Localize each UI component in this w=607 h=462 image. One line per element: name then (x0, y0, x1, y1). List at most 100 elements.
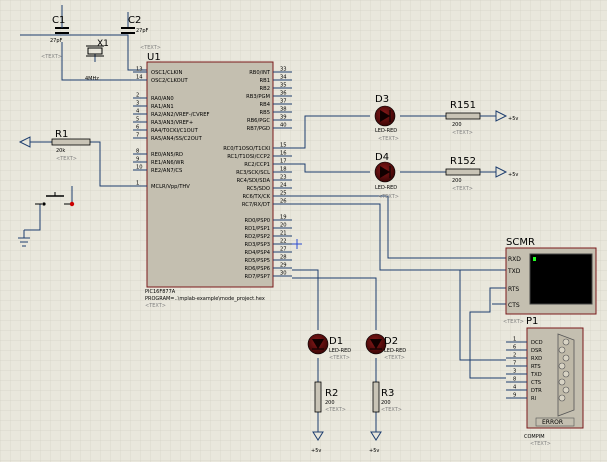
led-d3[interactable]: D3 LED-RED <TEXT> (374, 94, 399, 142)
r2-ref: R2 (325, 388, 338, 399)
r1-value: 20k (56, 148, 65, 154)
u1-pin-number: 16 (280, 151, 287, 157)
resistor-r152[interactable]: R152 200 <TEXT> +5v (445, 156, 518, 192)
u1-pin-label: RC5/SDO (247, 186, 270, 192)
u1-pin-number: 40 (280, 123, 287, 129)
microcontroller-u1[interactable]: U1 PIC16F877A PROGRAM=..\mplab-example\m… (145, 52, 274, 309)
crosshair-cursor-icon (292, 239, 302, 249)
x1-ref: X1 (97, 39, 109, 49)
c1-ref: C1 (52, 15, 65, 26)
p1-pin-label: DCD (531, 340, 543, 346)
u1-pin-number: 13 (136, 67, 143, 73)
x1-value: 4MHz (85, 76, 99, 82)
resistor-r2[interactable]: R2 200 <TEXT> +5v (311, 381, 346, 454)
r3-placeholder-text: <TEXT> (381, 407, 402, 413)
u1-pin-number: 29 (280, 263, 287, 269)
d3-type: LED-RED (375, 128, 397, 134)
p1-pin-label: DSR (531, 348, 542, 354)
u1-pin-label: RA4/T0CKI/C1OUT (151, 128, 199, 134)
u1-pin-label: RD1/PSP1 (245, 226, 271, 232)
u1-pin-label: RE1/AN6/WR (151, 160, 185, 166)
r152-placeholder-text: <TEXT> (452, 186, 473, 192)
u1-pin-number: 30 (280, 271, 287, 277)
led-d2[interactable]: D2 LED-RED <TEXT> (365, 333, 406, 361)
p1-pin-label: DTR (531, 388, 542, 394)
u1-pin-label: OSC1/CLKIN (151, 70, 182, 76)
capacitor-c2[interactable]: C2 27pF (121, 15, 149, 34)
d4-placeholder-text: <TEXT> (378, 194, 399, 200)
crystal-x1[interactable]: X1 4MHz (85, 39, 109, 82)
u1-pin-label: RA5/AN4/SS/C2OUT (151, 136, 203, 142)
db9-pin-icon (558, 378, 566, 386)
u1-pin-number: 26 (280, 199, 287, 205)
u1-pin-number: 15 (280, 143, 287, 149)
u1-pin-number: 36 (280, 91, 287, 97)
db9-pin-icon (562, 370, 570, 378)
db9-pin-icon (558, 346, 566, 354)
p1-pin-number: 7 (513, 361, 516, 367)
u1-pin-number: 10 (136, 165, 143, 171)
d4-ref: D4 (375, 152, 389, 163)
u1-pin-number: 4 (136, 109, 140, 115)
resistor-r3[interactable]: R3 200 <TEXT> +5v (369, 381, 402, 454)
p1-pin-number: 1 (513, 337, 516, 343)
resistor-r151[interactable]: R151 200 <TEXT> +5v (445, 100, 518, 136)
c2-value: 27pF (136, 28, 149, 34)
u1-pin-number: 27 (280, 247, 287, 253)
p1-pin-number: 9 (513, 393, 516, 399)
d1-type: LED-RED (329, 348, 351, 354)
u1-pin-number: 22 (280, 239, 287, 245)
db9-pin-icon (558, 362, 566, 370)
r152-ref: R152 (450, 156, 476, 167)
d2-ref: D2 (384, 336, 398, 347)
scmr-pin-txd: TXD (507, 268, 521, 275)
u1-pin-label: RA1/AN1 (151, 104, 174, 110)
u1-pin-label: RC4/SDI/SDA (237, 178, 271, 184)
p1-pin-number: 4 (513, 385, 517, 391)
r151-supply: +5v (508, 116, 518, 122)
u1-pin-number: 35 (280, 83, 287, 89)
p1-name: COMPIM (524, 434, 545, 440)
u1-pin-label: RC2/CCP1 (244, 162, 270, 168)
u1-pin-number: 5 (136, 117, 139, 123)
d3-placeholder-text: <TEXT> (378, 136, 399, 142)
u1-pin-label: RD0/PSP0 (245, 218, 271, 224)
c2-ref: C2 (128, 15, 141, 26)
u1-pin-label: RB1 (260, 78, 270, 84)
p1-pin-number: 6 (513, 345, 516, 351)
u1-ref: U1 (147, 52, 161, 63)
r2-value: 200 (325, 400, 335, 406)
u1-pins: 13OSC1/CLKIN14OSC2/CLKOUT2RA0/AN03RA1/AN… (133, 67, 292, 280)
u1-pin-label: RE2/AN7/CS (151, 168, 182, 174)
r3-supply: +5v (369, 448, 379, 454)
u1-pin-number: 39 (280, 115, 287, 121)
u1-pin-label: RC3/SCK/SCL (236, 170, 270, 176)
db9-pin-icon (562, 386, 570, 394)
u1-program: PROGRAM=..\mplab-example\mode_project.he… (145, 296, 265, 302)
scmr-pin-rts: RTS (508, 286, 519, 293)
pushbutton-switch[interactable] (35, 192, 75, 207)
resistor-r1[interactable]: R1 20k <TEXT> (18, 129, 91, 162)
led-d4[interactable]: D4 LED-RED <TEXT> (374, 152, 399, 200)
virtual-terminal-scmr[interactable]: SCMR RXD TXD RTS CTS (505, 237, 597, 315)
led-d1[interactable]: D1 LED-RED <TEXT> (307, 333, 351, 361)
u1-pin-label: RB3/PGM (246, 94, 270, 100)
r2-placeholder-text: <TEXT> (325, 407, 346, 413)
u1-pin-number: 37 (280, 99, 287, 105)
x1-placeholder-text: <TEXT> (41, 54, 62, 60)
capacitor-c1[interactable]: C1 27pF (50, 5, 69, 44)
p1-pin-number: 3 (513, 369, 516, 375)
u1-pin-number: 6 (136, 125, 139, 131)
d1-placeholder-text: <TEXT> (329, 355, 350, 361)
d2-type: LED-RED (384, 348, 406, 354)
u1-part: PIC16F877A (145, 289, 176, 295)
u1-pin-number: 18 (280, 167, 287, 173)
u1-pin-number: 17 (280, 159, 287, 165)
db9-pin-icon (562, 338, 570, 346)
d2-placeholder-text: <TEXT> (384, 355, 405, 361)
u1-pin-number: 7 (136, 133, 139, 139)
u1-pin-number: 1 (136, 181, 139, 187)
r1-ref: R1 (55, 129, 68, 140)
